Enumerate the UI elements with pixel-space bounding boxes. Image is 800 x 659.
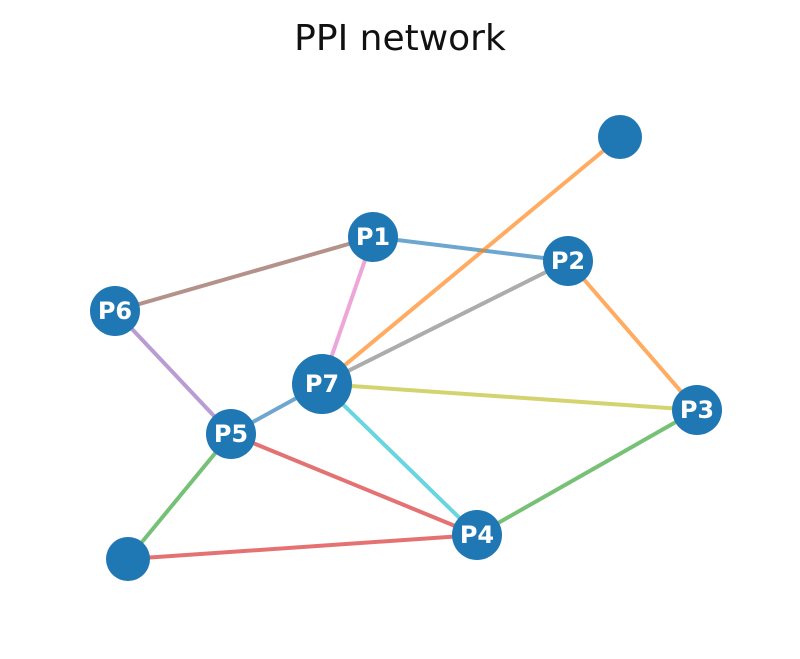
node-p6: P6 <box>90 286 140 336</box>
node-label-p6: P6 <box>98 297 132 325</box>
node-circle-p2 <box>543 236 593 286</box>
node-p1: P1 <box>348 212 398 262</box>
node-label-p1: P1 <box>356 223 390 251</box>
node-circle-u1 <box>598 115 642 159</box>
edge-p4-p3 <box>475 408 699 537</box>
node-u2 <box>106 537 150 581</box>
node-circle-p1 <box>348 212 398 262</box>
node-u1 <box>598 115 642 159</box>
node-label-p7: P7 <box>305 370 339 398</box>
edge-p5-u2 <box>126 432 233 561</box>
edge-u2-p4 <box>126 533 479 561</box>
node-p4: P4 <box>452 510 502 560</box>
node-circle-p5 <box>206 409 256 459</box>
node-circle-p4 <box>452 510 502 560</box>
node-p3: P3 <box>672 385 722 435</box>
edge-p5-p4 <box>229 432 479 537</box>
node-circle-p6 <box>90 286 140 336</box>
edge-layer <box>113 135 699 561</box>
edge-p7-p3 <box>320 382 699 412</box>
node-label-p3: P3 <box>680 396 714 424</box>
node-p5: P5 <box>206 409 256 459</box>
edge-p7-p4 <box>320 382 479 537</box>
graph-title: PPI network <box>294 18 506 59</box>
node-label-p4: P4 <box>460 521 494 549</box>
edge-p1-p6 <box>113 235 375 313</box>
node-p7: P7 <box>292 354 352 414</box>
edge-p1-p2 <box>371 235 570 263</box>
edge-p2-p7 <box>320 259 570 386</box>
edge-p6-p5 <box>113 309 233 436</box>
node-p2: P2 <box>543 236 593 286</box>
node-circle-p3 <box>672 385 722 435</box>
node-circle-u2 <box>106 537 150 581</box>
node-label-p2: P2 <box>551 247 585 275</box>
node-circle-p7 <box>292 354 352 414</box>
edge-p7-u1 <box>320 135 622 386</box>
edge-p2-p3 <box>566 259 699 412</box>
node-label-p5: P5 <box>214 420 248 448</box>
